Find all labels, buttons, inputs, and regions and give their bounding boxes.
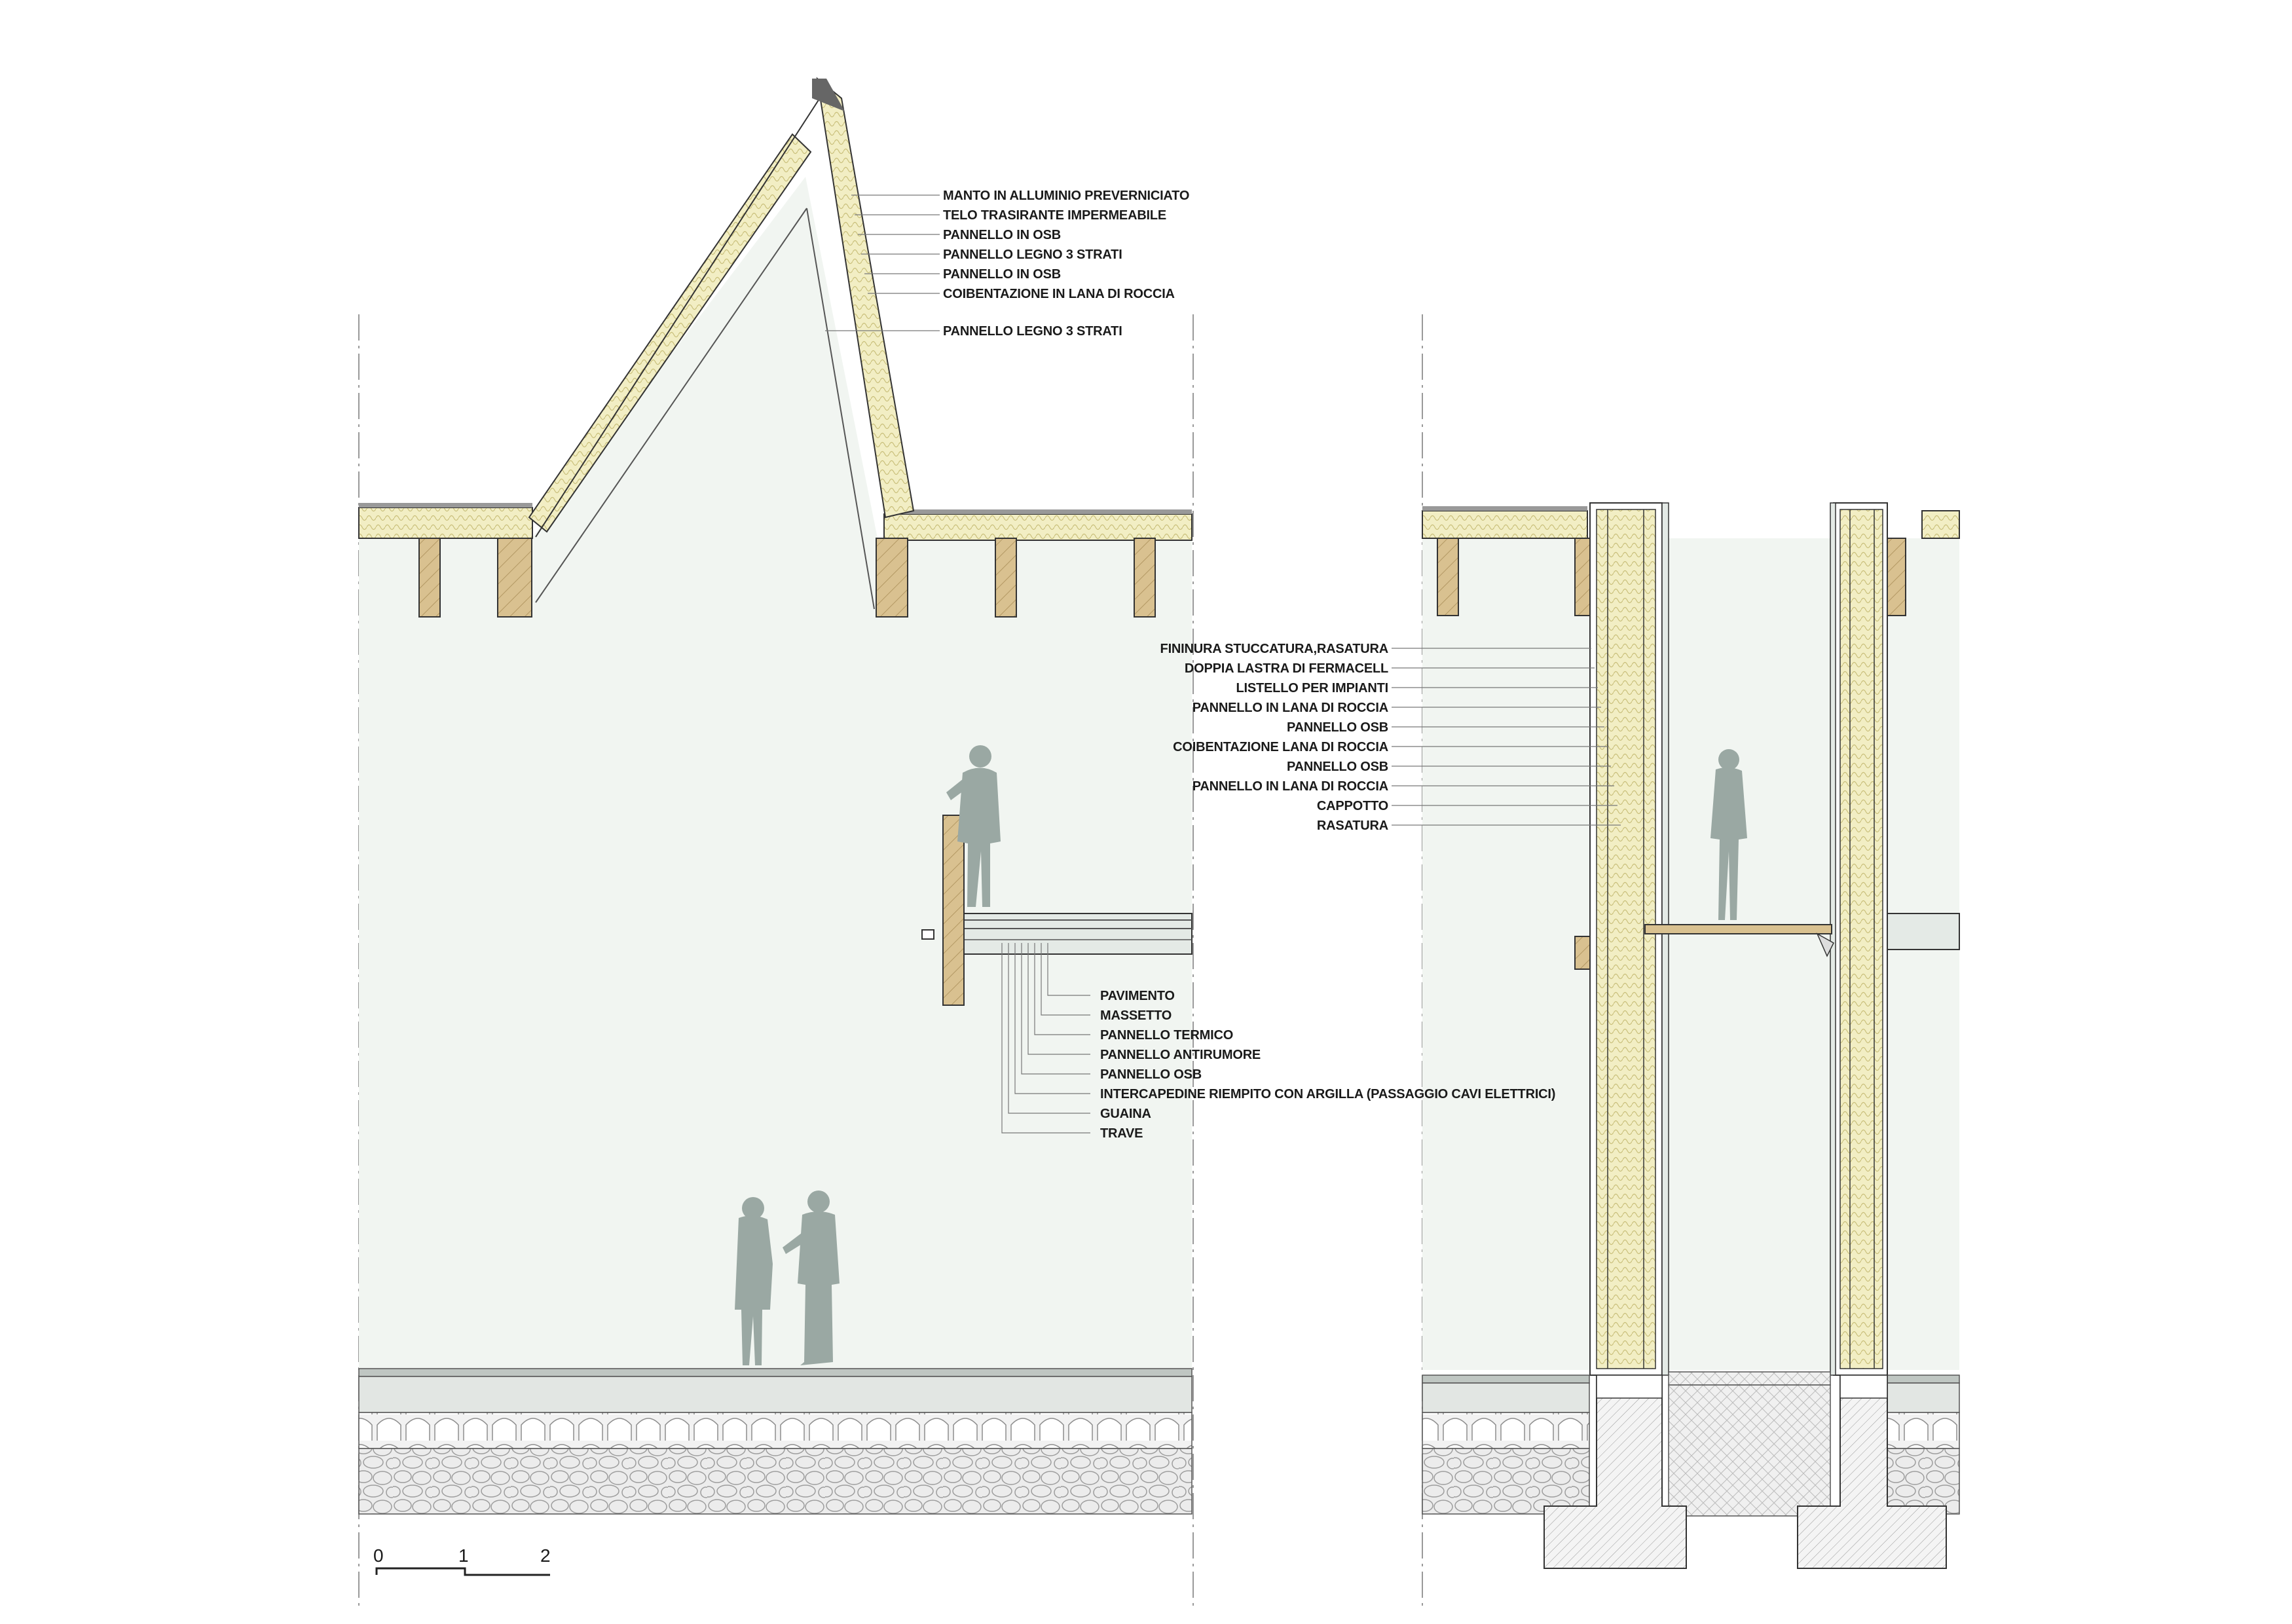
central-infill-top — [1668, 1371, 1831, 1386]
roof-label-6: COIBENTAZIONE IN LANA DI ROCCIA — [943, 287, 1175, 301]
right-ground-crawlspace-left — [1422, 1412, 1590, 1449]
wall-right-finish — [1830, 502, 1836, 1376]
scale-bar-line — [375, 1567, 550, 1576]
right-roof-left — [1422, 510, 1588, 539]
right-section — [1392, 314, 1960, 1611]
scale-tick-1: 1 — [458, 1545, 469, 1566]
roof-cladding-left — [359, 503, 532, 507]
wall-label-5: PANNELLO OSB — [1287, 720, 1388, 735]
roof-label-5: PANNELLO IN OSB — [943, 267, 1061, 282]
roof-inner-line-left — [535, 208, 807, 603]
flat-roof-left — [358, 507, 533, 539]
wall-label-3: LISTELLO PER IMPIANTI — [1236, 681, 1388, 695]
roof-beam-2 — [497, 538, 532, 618]
wall-label-2: DOPPIA LASTRA DI FERMACELL — [1185, 661, 1388, 676]
roof-label-4: PANNELLO LEGNO 3 STRATI — [943, 248, 1122, 262]
right-ground-crawlspace-right — [1885, 1412, 1960, 1449]
walkway-deck — [1644, 924, 1832, 934]
left-interior-space — [359, 177, 1192, 1375]
roof-beam-4 — [995, 538, 1017, 618]
left-section — [358, 77, 1194, 1611]
wall-left-finish — [1661, 502, 1669, 1376]
foundation-left — [1543, 1375, 1687, 1569]
right-ground-finish-right — [1885, 1375, 1960, 1384]
roof-beam-3 — [876, 538, 908, 618]
roof-label-3: PANNELLO IN OSB — [943, 228, 1061, 242]
floor-layer-labels: PAVIMENTO MASSETTO PANNELLO TERMICO PANNELL… — [1100, 989, 1555, 1141]
person-figure-woman — [735, 1197, 773, 1365]
floor-label-8: TRAVE — [1100, 1126, 1143, 1141]
scale-tick-0: 0 — [373, 1545, 384, 1566]
ground-floor-finish — [358, 1368, 1192, 1377]
foundation-right — [1797, 1375, 1947, 1569]
walkway-bracket — [1816, 932, 1834, 957]
foundation-left-cap — [1596, 1375, 1663, 1399]
foundation-right-cap — [1839, 1375, 1888, 1399]
roof-label-1: MANTO IN ALLUMINIO PREVERNICIATO — [943, 189, 1189, 203]
person-figure-walkway — [1710, 749, 1747, 920]
roof-label-2: TELO TRASIRANTE IMPERMEABILE — [943, 208, 1166, 223]
wall-left-insulation — [1596, 509, 1656, 1369]
roof-beam-1 — [418, 538, 441, 618]
roof-ridge-cap — [812, 79, 845, 111]
scale-bar: 0 1 2 — [373, 1545, 551, 1576]
wall-label-4: PANNELLO IN LANA DI ROCCIA — [1192, 701, 1388, 715]
right-ground-screed-left — [1422, 1382, 1590, 1413]
roof-slope-left — [528, 133, 812, 533]
mezzanine-parapet-beam — [942, 815, 965, 1006]
ground-floor-screed — [358, 1376, 1192, 1413]
floor-label-1: PAVIMENTO — [1100, 989, 1175, 1003]
floor-label-6: INTERCAPEDINE RIEMPITO CON ARGILLA (PASS… — [1100, 1087, 1555, 1101]
floor-label-5: PANNELLO OSB — [1100, 1067, 1202, 1082]
roof-beam-5 — [1134, 538, 1156, 618]
roof-layer-labels: MANTO IN ALLUMINIO PREVERNICIATO TELO TRA… — [943, 189, 1189, 339]
scale-tick-2: 2 — [540, 1545, 551, 1566]
wall-label-10: RASATURA — [1317, 819, 1388, 833]
wall-leader-lines — [1392, 648, 1621, 826]
right-ground-gravel-left — [1422, 1448, 1590, 1515]
person-figure-mezzanine — [946, 745, 1001, 907]
roof-label-7: PANNELLO LEGNO 3 STRATI — [943, 324, 1122, 339]
roof-cladding-right — [884, 509, 1192, 514]
wall-label-6: COIBENTAZIONE LANA DI ROCCIA — [1173, 740, 1388, 754]
central-infill — [1668, 1384, 1831, 1517]
wall-label-1: FININURA STUCCATURA,RASATURA — [1160, 642, 1388, 656]
ground-gravel-layer — [358, 1448, 1192, 1515]
floor-label-2: MASSETTO — [1100, 1008, 1172, 1023]
right-ground-gravel-right — [1885, 1448, 1960, 1515]
roof-leader-lines — [825, 194, 940, 331]
wall-label-8: PANNELLO IN LANA DI ROCCIA — [1192, 779, 1388, 794]
right-roof-beam-1 — [1437, 538, 1459, 616]
wall-label-9: CAPPOTTO — [1317, 799, 1388, 813]
right-roof-right — [1921, 510, 1960, 539]
floor-leader-lines — [1001, 943, 1090, 1134]
mezzanine-detail-box — [921, 929, 934, 940]
right-roof-cladding-left — [1422, 506, 1587, 511]
right-ground-finish-left — [1422, 1375, 1590, 1384]
right-ground-screed-right — [1885, 1382, 1960, 1413]
ground-floor-ventilated-crawlspace — [358, 1412, 1192, 1449]
wall-layer-labels: FININURA STUCCATURA,RASATURA DOPPIA LASTR… — [1160, 642, 1389, 833]
floor-label-3: PANNELLO TERMICO — [1100, 1028, 1233, 1043]
right-floor-slab — [1887, 913, 1960, 950]
floor-label-4: PANNELLO ANTIRUMORE — [1100, 1048, 1261, 1062]
roof-edge-line — [535, 94, 823, 538]
floor-label-7: GUAINA — [1100, 1107, 1151, 1121]
wall-right-insulation — [1839, 509, 1883, 1369]
wall-label-7: PANNELLO OSB — [1287, 760, 1388, 774]
right-floor-beam-end — [1574, 936, 1591, 970]
roof-inner-line-right — [806, 208, 875, 610]
flat-roof-right — [883, 513, 1192, 541]
person-figure-man — [783, 1190, 840, 1365]
